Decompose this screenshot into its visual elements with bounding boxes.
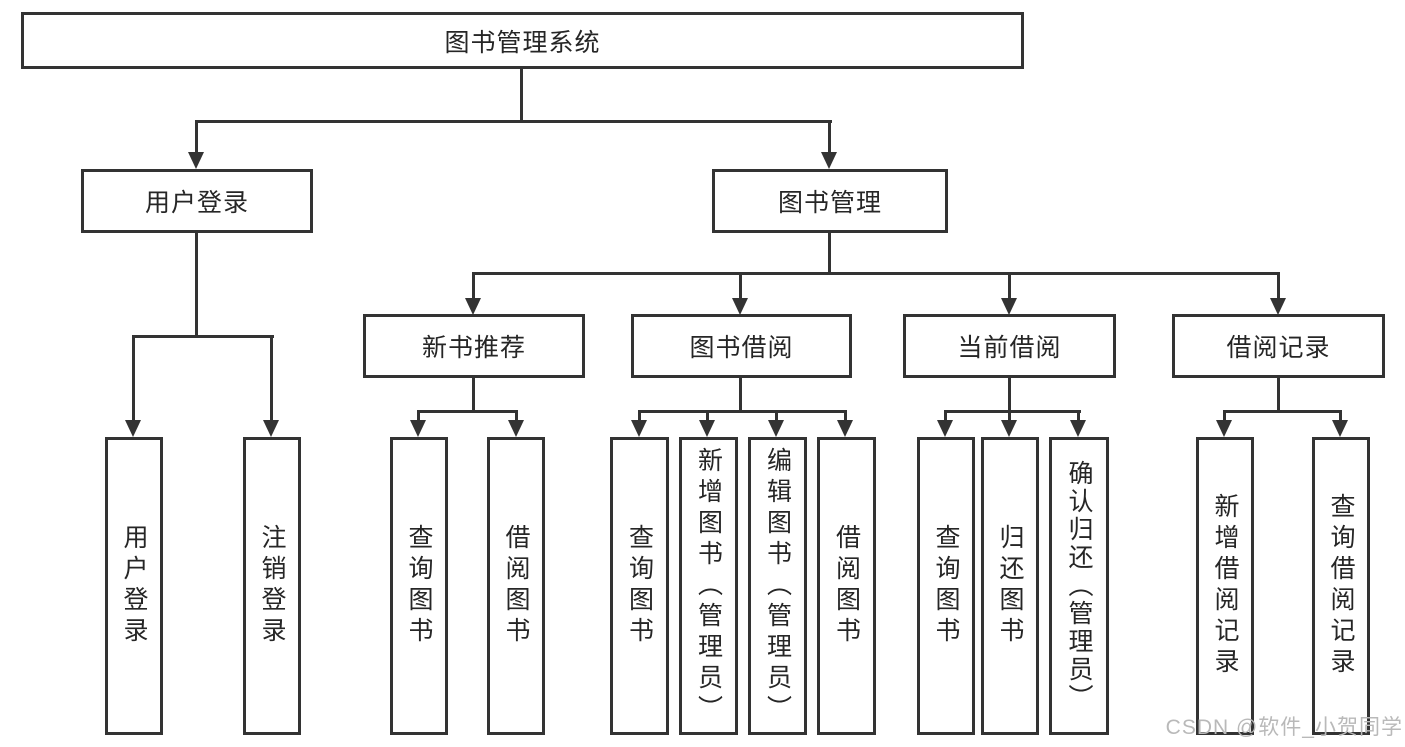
connector-line: [132, 335, 135, 422]
leaf-borrow-add-books-admin-label: 新增图书（管理员）: [694, 446, 723, 726]
connector-line: [195, 232, 198, 336]
connector-line: [1077, 410, 1080, 422]
node-current-borrow: 当前借阅: [903, 314, 1116, 378]
connector-line: [1277, 272, 1280, 300]
arrow-down: [1270, 298, 1286, 315]
arrow-down: [1001, 420, 1017, 437]
connector-line: [739, 377, 742, 411]
leaf-current-query-books: 查询图书: [917, 437, 975, 735]
arrow-down: [837, 420, 853, 437]
connector-line: [1339, 410, 1342, 422]
leaf-records-add-record-label: 新增借阅记录: [1211, 493, 1239, 679]
leaf-recommend-query-books: 查询图书: [390, 437, 448, 735]
connector-line: [828, 232, 831, 274]
node-book-management: 图书管理: [712, 169, 948, 233]
node-new-book-recommend: 新书推荐: [363, 314, 585, 378]
leaf-current-return-books: 归还图书: [981, 437, 1039, 735]
arrow-down: [410, 420, 426, 437]
arrow-down: [263, 420, 279, 437]
connector-line: [739, 272, 742, 300]
node-book-borrow: 图书借阅: [631, 314, 852, 378]
leaf-current-confirm-return-admin: 确认归还（管理员）: [1049, 437, 1109, 735]
connector-line: [132, 335, 274, 338]
leaf-recommend-borrow-books: 借阅图书: [487, 437, 545, 735]
node-new-book-recommend-label: 新书推荐: [421, 334, 526, 362]
connector-line: [1008, 272, 1011, 300]
leaf-user-login: 用户登录: [105, 437, 163, 735]
connector-line: [472, 272, 1280, 275]
node-borrow-records-label: 借阅记录: [1226, 334, 1331, 362]
arrow-down: [508, 420, 524, 437]
connector-line: [195, 120, 198, 154]
node-user-login-label: 用户登录: [144, 189, 249, 217]
connector-line: [1277, 377, 1280, 411]
leaf-borrow-add-books-admin: 新增图书（管理员）: [679, 437, 738, 735]
leaf-logout: 注销登录: [243, 437, 301, 735]
node-book-management-label: 图书管理: [777, 189, 882, 217]
leaf-borrow-query-books-label: 查询图书: [625, 524, 654, 648]
node-root-library-system: 图书管理系统: [21, 12, 1024, 69]
arrow-down: [1332, 420, 1348, 437]
leaf-borrow-edit-books-admin: 编辑图书（管理员）: [748, 437, 807, 735]
connector-line: [417, 410, 420, 422]
arrow-down: [699, 420, 715, 437]
connector-line: [638, 410, 847, 413]
connector-line: [828, 120, 831, 154]
connector-line: [472, 272, 475, 300]
connector-line: [195, 120, 832, 123]
node-root-label: 图书管理系统: [444, 28, 601, 57]
leaf-logout-label: 注销登录: [258, 524, 286, 648]
leaf-user-login-label: 用户登录: [120, 524, 148, 648]
connector-line: [775, 410, 778, 422]
arrow-down: [937, 420, 953, 437]
leaf-current-return-books-label: 归还图书: [996, 524, 1024, 648]
arrow-down: [465, 298, 481, 315]
arrow-down: [768, 420, 784, 437]
leaf-recommend-borrow-books-label: 借阅图书: [502, 524, 530, 648]
connector-line: [638, 410, 641, 422]
leaf-current-query-books-label: 查询图书: [932, 524, 960, 648]
arrow-down: [188, 152, 204, 169]
leaf-records-query-record: 查询借阅记录: [1312, 437, 1370, 735]
arrow-down: [1070, 420, 1086, 437]
arrow-down: [1216, 420, 1232, 437]
connector-line: [706, 410, 709, 422]
arrow-down: [821, 152, 837, 169]
leaf-records-query-record-label: 查询借阅记录: [1327, 493, 1355, 679]
connector-line: [1223, 410, 1226, 422]
connector-line: [417, 410, 518, 413]
arrow-down: [1001, 298, 1017, 315]
connector-line: [844, 410, 847, 422]
connector-line: [270, 335, 273, 422]
csdn-watermark: CSDN @软件_小贺同学: [1165, 716, 1403, 739]
connector-line: [520, 68, 523, 120]
leaf-borrow-query-books: 查询图书: [610, 437, 669, 735]
connector-line: [1223, 410, 1342, 413]
node-current-borrow-label: 当前借阅: [957, 334, 1062, 362]
leaf-records-add-record: 新增借阅记录: [1196, 437, 1254, 735]
connector-line: [944, 410, 947, 422]
node-borrow-records: 借阅记录: [1172, 314, 1385, 378]
arrow-down: [125, 420, 141, 437]
connector-line: [944, 410, 1081, 413]
connector-line: [1008, 410, 1011, 422]
connector-line: [472, 377, 475, 411]
leaf-borrow-borrow-books: 借阅图书: [817, 437, 876, 735]
leaf-borrow-borrow-books-label: 借阅图书: [832, 524, 861, 648]
node-user-login: 用户登录: [81, 169, 313, 233]
leaf-current-confirm-return-admin-label: 确认归还（管理员）: [1065, 460, 1093, 712]
connector-line: [515, 410, 518, 422]
connector-line: [1008, 377, 1011, 411]
leaf-recommend-query-books-label: 查询图书: [405, 524, 433, 648]
arrow-down: [732, 298, 748, 315]
arrow-down: [631, 420, 647, 437]
leaf-borrow-edit-books-admin-label: 编辑图书（管理员）: [763, 446, 792, 726]
node-book-borrow-label: 图书借阅: [689, 334, 794, 362]
